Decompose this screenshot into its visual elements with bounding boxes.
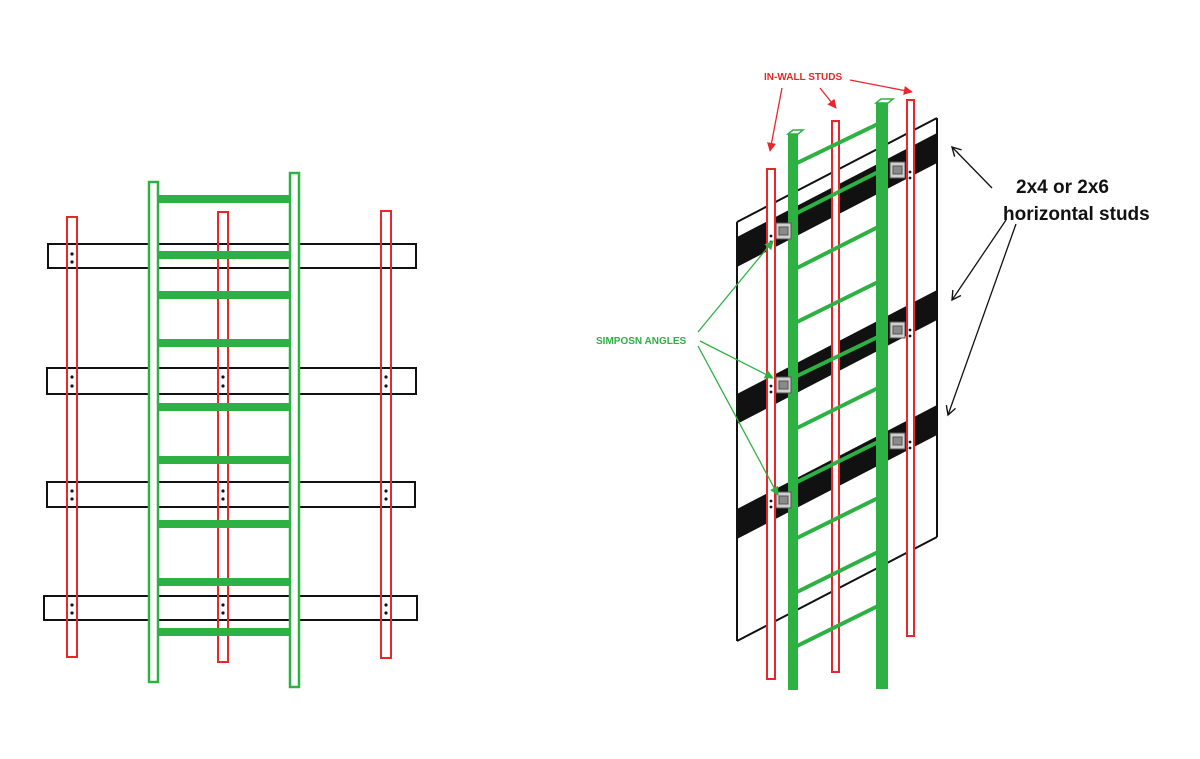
front-rung: [158, 456, 290, 464]
front-red-stud-left: [66, 216, 78, 658]
perspective-red-stud-right: [906, 99, 915, 637]
front-horizontal-stud-2: [46, 367, 417, 395]
perspective-in-wall-studs: [766, 99, 915, 680]
screw-dots-icon: [70, 252, 388, 615]
front-ladder-rungs: [158, 195, 290, 636]
front-rung: [158, 403, 290, 411]
perspective-red-stud-left: [766, 168, 776, 680]
front-rung: [158, 628, 290, 636]
front-rung: [158, 195, 290, 203]
front-in-wall-studs: [66, 210, 392, 663]
perspective-ladder-rail-right: [876, 103, 888, 689]
front-horizontal-stud-1: [47, 243, 417, 269]
simpson-angles-label: SIMPOSN ANGLES: [596, 336, 687, 347]
front-rung: [158, 520, 290, 528]
horizontal-studs-label-line2: horizontal studs: [1003, 204, 1150, 225]
front-ladder-rails: [147, 171, 301, 689]
simpson-angle-icon: [775, 161, 906, 509]
front-rung: [158, 291, 290, 299]
front-rung: [158, 578, 290, 586]
front-ladder-rail-right: [288, 171, 301, 689]
perspective-ladder-rungs: [795, 120, 884, 648]
front-view: [43, 171, 418, 689]
in-wall-studs-label: IN-WALL STUDS: [764, 72, 842, 83]
perspective-view: IN-WALL STUDS SIMPOSN ANGLES 2x4 or 2x6 …: [596, 72, 1150, 690]
perspective-rail-caps: [785, 98, 896, 135]
front-horizontal-stud-3: [46, 481, 416, 508]
perspective-ladder-rail-left: [788, 134, 798, 690]
front-rung: [158, 251, 290, 259]
front-red-stud-right: [380, 210, 392, 659]
front-horizontal-stud-4: [43, 595, 418, 621]
horizontal-studs-label-line1: 2x4 or 2x6: [1016, 177, 1109, 198]
simpson-angles-arrows: [697, 240, 779, 496]
horizontal-studs-arrows: [945, 145, 1017, 417]
perspective-ladder-rails: [788, 103, 888, 690]
front-ladder-rail-left: [147, 180, 160, 684]
in-wall-studs-arrows: [767, 79, 913, 152]
front-horizontal-studs: [43, 243, 418, 621]
front-rung: [158, 339, 290, 347]
perspective-red-stud-middle: [831, 120, 840, 673]
front-red-stud-middle: [217, 211, 229, 663]
